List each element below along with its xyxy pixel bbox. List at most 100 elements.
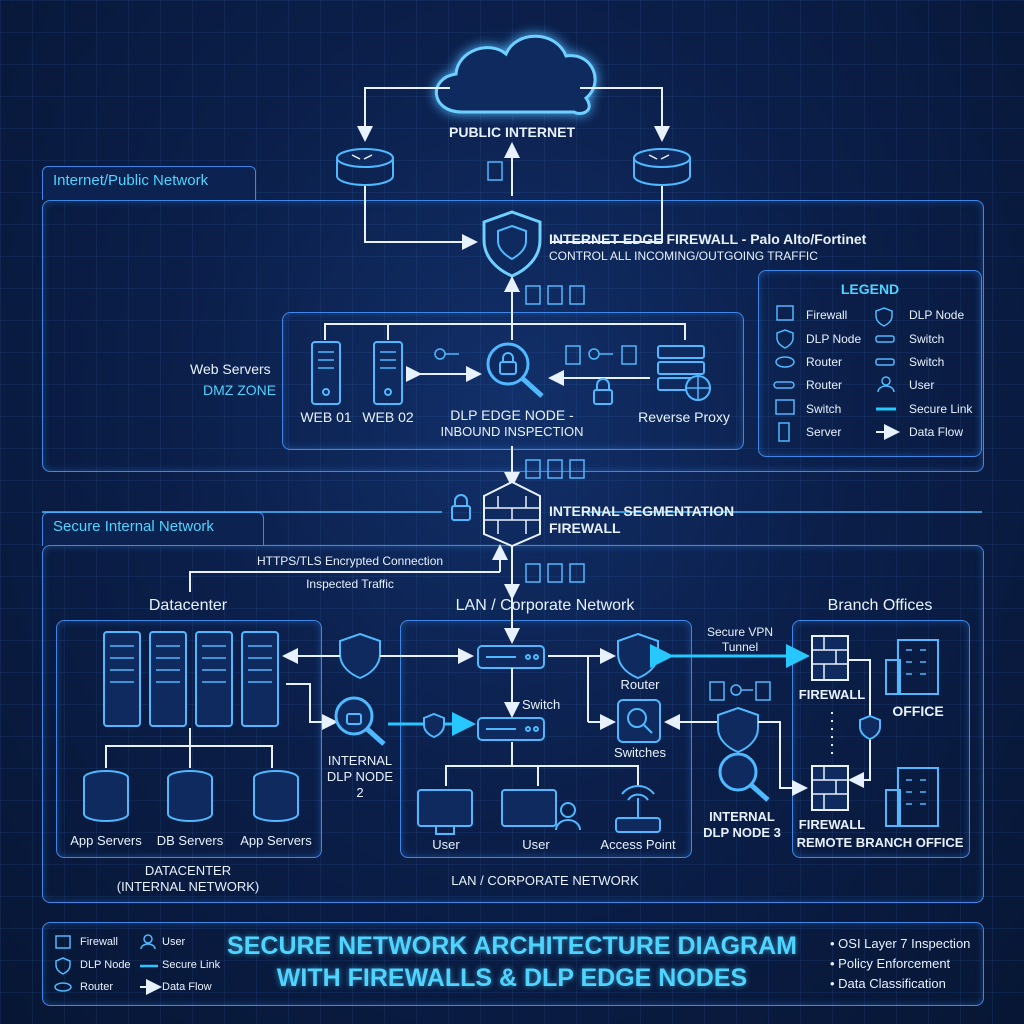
footer-legend-router: Router bbox=[80, 981, 114, 993]
edge-firewall-subtitle: CONTROL ALL INCOMING/OUTGOING TRAFFIC bbox=[549, 249, 818, 263]
reverse-proxy-label: Reverse Proxy bbox=[638, 409, 730, 425]
legend-left-0: Firewall bbox=[806, 308, 848, 322]
branch-link-shield-icon bbox=[859, 714, 881, 741]
server-icon-web01 bbox=[311, 341, 341, 405]
dlp2-line3: 2 bbox=[356, 785, 364, 800]
branch-box bbox=[792, 620, 970, 858]
key-icons bbox=[434, 348, 753, 696]
legend-right-4: Secure Link bbox=[909, 402, 973, 416]
legend-right-0: DLP Node bbox=[909, 308, 965, 322]
legend-box bbox=[758, 270, 982, 457]
dlp-magnifier-icon-edge bbox=[486, 342, 544, 398]
legend-right-5: Data Flow bbox=[909, 425, 964, 439]
dlp3-line1: INTERNAL bbox=[709, 809, 775, 824]
remote-branch-label: REMOTE BRANCH OFFICE bbox=[796, 835, 964, 850]
footer-legend-securelink: Secure Link bbox=[162, 959, 221, 971]
legend-left-4: Switch bbox=[806, 402, 842, 416]
datacenter-caption-1: DATACENTER bbox=[144, 863, 232, 878]
shield-icon-dlp3 bbox=[717, 706, 759, 754]
padlock-icon-seg bbox=[451, 494, 471, 521]
footer-bullet-3: • Data Classification bbox=[830, 976, 946, 991]
router-label: Router bbox=[620, 677, 660, 692]
switch-icon-top bbox=[477, 645, 545, 669]
dlp3-line2: DLP NODE 3 bbox=[703, 825, 781, 840]
router-icon-right bbox=[633, 148, 691, 186]
dlp-magnifier-icon-2 bbox=[334, 696, 386, 746]
datacenter-title: Datacenter bbox=[148, 597, 228, 614]
app-servers-label-2: App Servers bbox=[240, 833, 312, 848]
remote-office-building-icon bbox=[885, 767, 939, 827]
router-icon-left bbox=[336, 148, 394, 186]
shield-lock-icon-link bbox=[423, 712, 445, 739]
footer-legend-icons bbox=[54, 934, 158, 992]
zone-tab-internet: Internet/Public Network bbox=[42, 166, 256, 200]
padlock-icon-dmz bbox=[593, 378, 613, 405]
inspected-traffic-label: Inspected Traffic bbox=[306, 577, 394, 591]
branch-title: Branch Offices bbox=[827, 597, 933, 614]
legend-left-5: Server bbox=[806, 425, 842, 439]
branch-firewall-label-1: FIREWALL bbox=[798, 687, 866, 702]
legend-icons bbox=[773, 305, 896, 442]
legend-left-1: DLP Node bbox=[806, 332, 862, 346]
user-computer-icon-2 bbox=[501, 789, 581, 831]
lan-title: LAN / Corporate Network bbox=[455, 597, 635, 614]
segmentation-fw-line2: FIREWALL bbox=[549, 520, 621, 536]
shield-icon-edge bbox=[482, 210, 542, 278]
web01-label: WEB 01 bbox=[300, 409, 352, 425]
vpn-label-1: Secure VPN bbox=[706, 625, 774, 639]
dlp2-line1: INTERNAL bbox=[327, 753, 393, 768]
vpn-label-2: Tunnel bbox=[721, 640, 759, 654]
footer-bullet-1: • OSI Layer 7 Inspection bbox=[830, 936, 971, 951]
switches-label: Switches bbox=[613, 745, 667, 760]
legend-left-3: Router bbox=[806, 378, 843, 392]
reverse-proxy-icon bbox=[657, 345, 711, 401]
datacenter-box bbox=[56, 620, 322, 858]
footer-title-2: WITH FIREWALLS & DLP EDGE NODES bbox=[276, 964, 748, 992]
user-computer-icon-1 bbox=[417, 789, 473, 835]
lan-box bbox=[400, 620, 692, 858]
segmentation-firewall-icon bbox=[483, 480, 541, 548]
footer-legend-firewall: Firewall bbox=[80, 936, 118, 948]
shield-icon-datacenter bbox=[339, 632, 381, 680]
footer-legend-dlp: DLP Node bbox=[80, 959, 131, 971]
footer-legend-dataflow: Data Flow bbox=[162, 981, 212, 993]
document-icons bbox=[487, 161, 771, 701]
switch-label: Switch bbox=[522, 697, 561, 712]
user-label-1: User bbox=[432, 837, 460, 852]
switches-search-icon bbox=[617, 699, 661, 743]
legend-right-3: User bbox=[909, 378, 935, 392]
database-icons bbox=[83, 770, 299, 822]
switch-icon-mid bbox=[477, 717, 545, 741]
dlp-magnifier-icon-3 bbox=[718, 752, 770, 802]
dlp-edge-node-sublabel: INBOUND INSPECTION bbox=[440, 424, 584, 439]
legend-right-1: Switch bbox=[909, 332, 945, 346]
server-icon-web02 bbox=[373, 341, 403, 405]
firewall-brick-icon-2 bbox=[811, 765, 849, 811]
dlp2-line2: DLP NODE bbox=[326, 769, 394, 784]
access-point-label: Access Point bbox=[600, 837, 676, 852]
footer-bullet-2: • Policy Enforcement bbox=[830, 956, 951, 971]
access-point-icon bbox=[615, 785, 661, 833]
legend-title: LEGEND bbox=[840, 281, 900, 297]
footer-legend-user: User bbox=[162, 936, 186, 948]
db-servers-label: DB Servers bbox=[156, 833, 224, 848]
segmentation-fw-line1: INTERNAL SEGMENTATION bbox=[549, 503, 735, 519]
app-servers-label-1: App Servers bbox=[70, 833, 142, 848]
https-label: HTTPS/TLS Encrypted Connection bbox=[256, 554, 444, 568]
lan-caption: LAN / CORPORATE NETWORK bbox=[451, 873, 639, 888]
public-internet-label: PUBLIC INTERNET bbox=[449, 124, 575, 140]
dmz-zone-label: DMZ ZONE bbox=[203, 382, 277, 398]
server-rack-icons bbox=[103, 631, 279, 727]
web-servers-label: Web Servers bbox=[190, 361, 271, 377]
office-building-icon bbox=[885, 639, 939, 695]
firewall-brick-icon-1 bbox=[811, 635, 849, 681]
legend-right-2: Switch bbox=[909, 355, 945, 369]
office-label: OFFICE bbox=[892, 703, 944, 719]
user-label-2: User bbox=[522, 837, 550, 852]
branch-firewall-label-2: FIREWALL bbox=[798, 817, 866, 832]
footer-box bbox=[42, 922, 984, 1006]
edge-firewall-title: INTERNET EDGE FIREWALL - Palo Alto/Forti… bbox=[549, 231, 867, 247]
datacenter-caption-2: (INTERNAL NETWORK) bbox=[116, 879, 260, 894]
cloud-icon bbox=[435, 34, 597, 115]
